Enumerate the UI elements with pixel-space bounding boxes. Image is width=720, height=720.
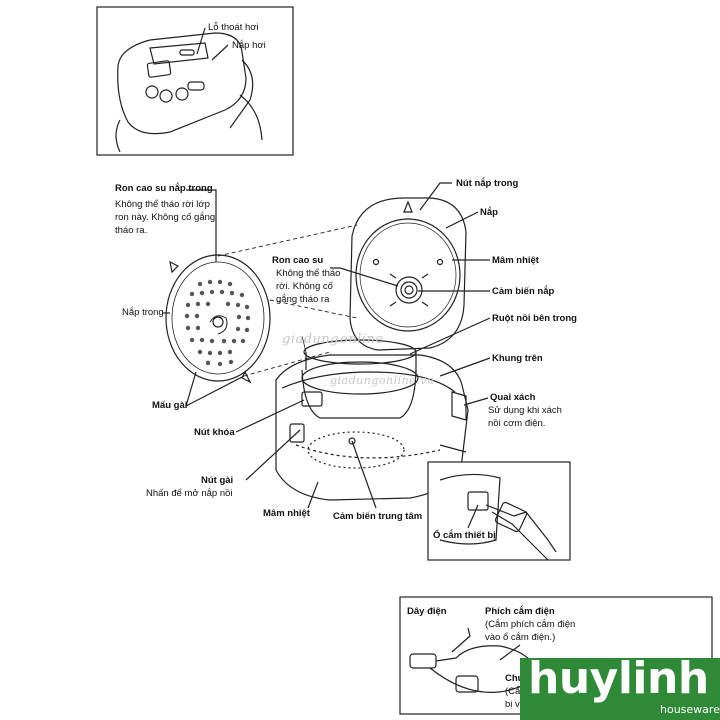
note-gasket-2: rời. Không cố bbox=[276, 281, 333, 292]
brand-logo-subtitle: houseware bbox=[660, 703, 720, 716]
label-gasket: Ron cao su bbox=[272, 255, 324, 266]
label-lid-sensor: Cảm biến nắp bbox=[492, 286, 555, 297]
label-handle: Quai xách bbox=[490, 392, 536, 403]
label-upper-frame: Khung trên bbox=[492, 353, 543, 364]
label-center-sensor: Cảm biến trung tâm bbox=[333, 511, 423, 522]
inset-top-frame bbox=[96, 6, 294, 156]
label-release-button: Nút gài bbox=[201, 475, 234, 486]
label-power-cord: Dây điện bbox=[407, 606, 447, 617]
brand-logo-background bbox=[520, 658, 720, 720]
note-power-plug-2: vào ổ cắm điện.) bbox=[485, 632, 556, 643]
watermark-text: online bbox=[340, 332, 384, 347]
label-inner-lid-gasket: Ron cao su nắp trong bbox=[115, 183, 213, 194]
cooker-body-illustration bbox=[275, 339, 469, 501]
label-cut-2: (Cắ bbox=[505, 686, 521, 697]
note-power-plug-1: (Cắm phích cắm điện bbox=[485, 619, 576, 630]
label-steam-cap: Nắp hơi bbox=[232, 40, 266, 51]
label-inner-lid-button: Nút nắp trong bbox=[456, 178, 519, 189]
label-lid: Nắp bbox=[480, 207, 498, 218]
label-heating-plate: Mâm nhiệt bbox=[492, 255, 539, 266]
control-panel-illustration bbox=[115, 32, 263, 153]
label-inner-pot: Ruột nồi bên trong bbox=[492, 313, 577, 324]
watermark-text: giadungonline.vn bbox=[330, 374, 435, 387]
note-handle-1: Sử dụng khi xách bbox=[488, 405, 562, 416]
open-lid-illustration bbox=[349, 197, 467, 351]
label-appliance-inlet: Ổ cắm thiết bị bbox=[433, 530, 496, 541]
label-cut-3: bị v bbox=[505, 699, 520, 710]
label-cut-1: Chu bbox=[505, 673, 524, 684]
note-inner-lid-gasket-1: Không thể tháo rời lớp bbox=[115, 199, 210, 210]
brand-logo-name: huylinh bbox=[528, 653, 709, 704]
label-inner-lid: Nắp trong bbox=[122, 307, 164, 318]
label-lock-button: Nút khóa bbox=[194, 427, 235, 438]
power-inlet-illustration bbox=[439, 473, 557, 561]
note-gasket-3: gắng tháo ra bbox=[276, 294, 330, 305]
label-clips: Mấu gài bbox=[152, 400, 188, 411]
note-release-button: Nhấn để mở nắp nồi bbox=[146, 488, 233, 499]
note-handle-2: nồi cơm điện. bbox=[488, 418, 546, 429]
note-inner-lid-gasket-2: ron này. Không cố gắng bbox=[115, 212, 216, 223]
inner-lid-illustration bbox=[165, 254, 271, 384]
watermark-text: giadung bbox=[282, 332, 340, 347]
note-inner-lid-gasket-3: tháo ra. bbox=[115, 225, 148, 236]
label-heating-plate-bottom: Mâm nhiệt bbox=[263, 508, 310, 519]
note-gasket-1: Không thể tháo bbox=[276, 268, 341, 279]
label-steam-vent: Lỗ thoát hơi bbox=[208, 22, 259, 33]
label-power-plug: Phích cắm điện bbox=[485, 606, 555, 617]
